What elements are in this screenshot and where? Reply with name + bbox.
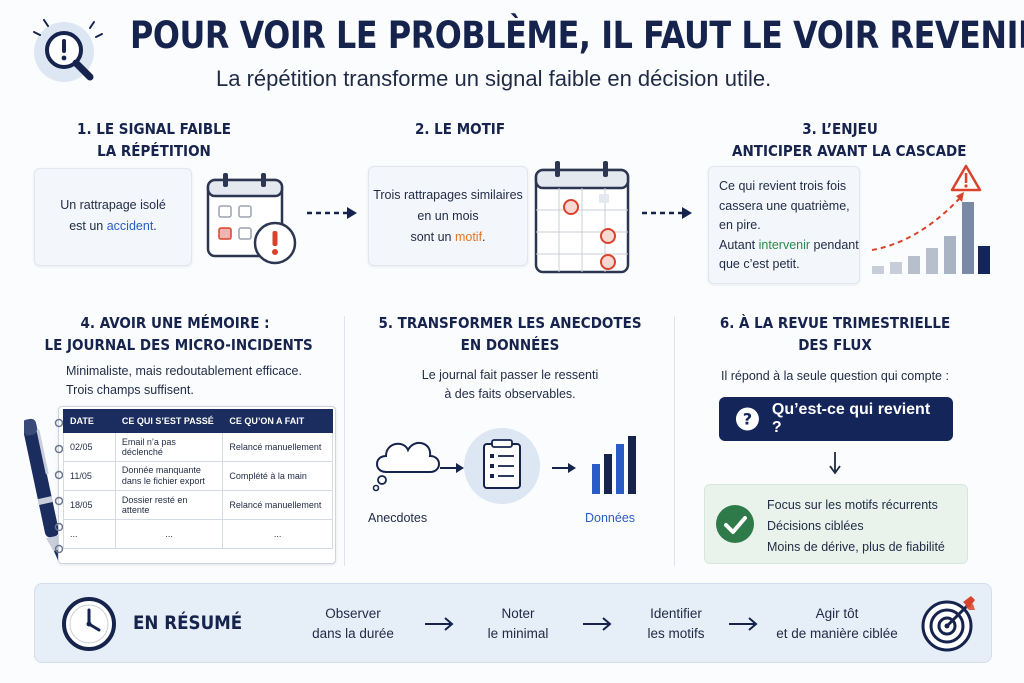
page-title: POUR VOIR LE PROBLÈME, IL FAUT LE VOIR R… (130, 14, 1024, 57)
summary-step-3: Identifier les motifs (647, 606, 705, 641)
journal-notebook: DATE CE QUI S’EST PASSÉ CE QU’ON A FAIT … (54, 406, 336, 564)
calendar-alert-icon (205, 170, 300, 270)
summary-arrow-icon (729, 617, 758, 631)
step-2-title: 2. LE MOTIF (414, 120, 506, 138)
summary-arrow-icon (425, 617, 454, 631)
question-icon: ? (735, 407, 759, 431)
step-4-title: 4. AVOIR UNE MÉMOIRE : LE JOURNAL DES MI… (44, 314, 313, 354)
clock-icon (62, 597, 116, 651)
summary-step-2: Noter le minimal (487, 606, 549, 641)
journal-table: DATE CE QUI S’EST PASSÉ CE QU’ON A FAIT … (63, 409, 333, 549)
step-5-text: Le journal fait passer le ressenti à des… (421, 368, 599, 401)
summary-step-1: Observer dans la durée (312, 606, 394, 641)
summary-step-4: Agir tôt et de manière ciblée (776, 606, 898, 641)
label-anecdotes: Anecdotes (368, 511, 428, 525)
table-row: ... ... ... (63, 519, 333, 549)
benefit-item: Moins de dérive, plus de fiabilité (767, 540, 945, 554)
step-2-card: Trois rattrapages similaires en un mois … (368, 166, 528, 266)
step-5-title: 5. TRANSFORMER LES ANECDOTES EN DONNÉES (378, 314, 642, 354)
step-3-title: 3. L’ENJEU ANTICIPER AVANT LA CASCADE (732, 120, 967, 160)
pen-icon (22, 412, 60, 568)
step-3-card: Ce qui revient trois fois cassera une qu… (708, 166, 860, 284)
journal-header-event: CE QUI S’EST PASSÉ (114, 409, 224, 433)
step-6-title: 6. À LA REVUE TRIMESTRIELLE DES FLUX (719, 314, 951, 354)
anecdotes-to-data-icon (368, 418, 648, 506)
rising-bars-warning-icon (868, 162, 993, 278)
target-icon (921, 596, 975, 652)
journal-header-action: CE QU’ON A FAIT (222, 409, 333, 433)
arrow-2-to-3 (640, 205, 695, 226)
table-row: 02/05 Email n’a pas déclenché Relancé ma… (63, 432, 333, 462)
step-4-text: Minimaliste, mais redoutablement efficac… (66, 364, 302, 397)
journal-header-date: DATE (63, 409, 116, 433)
label-donnees: Données (585, 511, 636, 525)
magnifier-alert-icon (33, 19, 103, 82)
arrow-1-to-2 (305, 205, 360, 226)
check-icon (716, 505, 754, 543)
step-6-text: Il répond à la seule question qui compte… (721, 369, 949, 383)
benefits-card: Focus sur les motifs récurrents Décision… (704, 484, 968, 564)
table-row: 18/05 Dossier resté en attente Relancé m… (63, 490, 333, 520)
journal-header-row: DATE CE QUI S’EST PASSÉ CE QU’ON A FAIT (63, 409, 333, 433)
step-1-title: 1. LE SIGNAL FAIBLE LA RÉPÉTITION (77, 120, 231, 160)
header-icon (30, 14, 110, 94)
calendar-pattern-icon (533, 158, 633, 278)
summary-arrow-icon (583, 617, 612, 631)
question-text: Qu’est-ce qui revient ? (771, 401, 931, 436)
benefit-item: Focus sur les motifs récurrents (767, 498, 938, 512)
svg-text:?: ? (743, 410, 752, 429)
separator-1 (344, 316, 345, 566)
summary-bar: EN RÉSUMÉ Observer dans la durée Noter l… (34, 583, 992, 663)
page-subtitle: La répétition transforme un signal faibl… (216, 66, 772, 91)
separator-2 (674, 316, 675, 566)
notebook-rings (53, 415, 65, 555)
step-1-card: Un rattrapage isolé est un accident. (34, 168, 192, 266)
question-button: ? Qu’est-ce qui revient ? (719, 397, 953, 441)
arrow-down-icon (828, 450, 842, 481)
table-row: 11/05 Donnée manquante dans le fichier e… (63, 461, 333, 491)
benefit-item: Décisions ciblées (767, 519, 864, 533)
summary-title: EN RÉSUMÉ (133, 612, 243, 634)
